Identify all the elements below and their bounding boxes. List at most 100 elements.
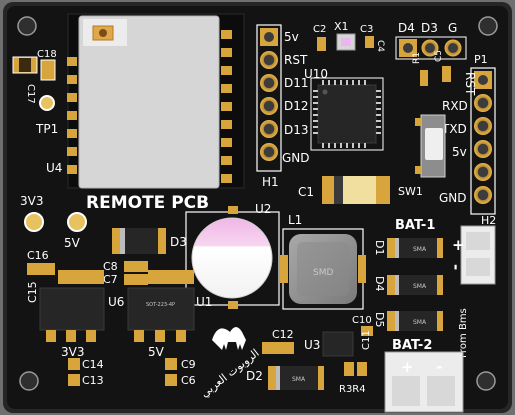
label-c9: C9 <box>181 358 196 371</box>
u4-right-pads <box>221 30 232 183</box>
p1-pin-rxd: RXD <box>442 99 468 113</box>
c7-part <box>124 274 148 285</box>
label-c2: C2 <box>313 24 326 35</box>
c5-part <box>442 66 451 82</box>
u1-marking: SOT-223-4P <box>146 302 175 308</box>
pad-3v3 <box>24 212 44 232</box>
bat2-plus: + <box>401 358 414 376</box>
label-c10: C10 <box>352 315 372 326</box>
d4-diode <box>387 275 443 295</box>
label-r3r4: R3R4 <box>339 384 366 395</box>
label-c15: C15 <box>26 281 39 303</box>
board-title: REMOTE PCB <box>86 193 209 213</box>
c14-pad-a <box>68 358 80 370</box>
label-c5: C5 <box>434 50 444 62</box>
label-d3-top: D3 <box>421 21 438 35</box>
label-bat1: BAT-1 <box>395 218 435 233</box>
label-c12: C12 <box>272 328 294 341</box>
d5-marking: SMA <box>413 319 427 326</box>
label-c4: C4 <box>375 40 385 52</box>
label-c18: C18 <box>37 49 57 60</box>
mount-hole-bottom-right <box>476 371 496 391</box>
label-u1: U1 <box>196 295 212 309</box>
label-d1: D1 <box>373 240 386 255</box>
u10-microcontroller <box>310 77 384 151</box>
label-5v-top: 5V <box>64 236 81 250</box>
p1-pin-5v: 5v <box>452 145 467 159</box>
tp1-testpoint <box>39 95 55 111</box>
c2-part <box>317 37 326 51</box>
h1-header-pins <box>260 28 278 161</box>
label-sw1: SW1 <box>398 185 423 198</box>
label-5v-bottom: 5V <box>148 345 165 359</box>
p1-pin-txd: TXD <box>441 122 467 136</box>
h1-pin-5v: 5v <box>284 30 299 44</box>
p1-header-pins <box>474 71 492 204</box>
h1-header-outline <box>256 24 282 172</box>
c3-part <box>365 36 374 48</box>
top-header-outline <box>395 36 467 60</box>
label-c14: C14 <box>82 358 104 371</box>
p1-pin-rst: RST <box>463 72 477 96</box>
h1-pin-d11: D11 <box>284 76 309 90</box>
label-h1: H1 <box>262 175 279 189</box>
p1-header-outline <box>470 67 496 215</box>
c9-pad-a <box>165 358 177 370</box>
label-c11: C11 <box>361 330 372 350</box>
label-c16: C16 <box>27 249 49 262</box>
label-d3: D3 <box>170 235 187 249</box>
u3-chip <box>322 331 354 357</box>
u10-pins <box>313 80 381 148</box>
label-u10: U10 <box>304 67 328 81</box>
c10-part <box>361 326 373 336</box>
h1-pin-gnd: GND <box>282 151 310 165</box>
label-from-bms: From Bms <box>458 308 469 358</box>
c16-part <box>27 263 55 275</box>
pad-5v <box>67 212 87 232</box>
label-r1: R1 <box>412 52 422 64</box>
label-d4: D4 <box>373 276 386 291</box>
label-u6: U6 <box>108 295 124 309</box>
u1-regulator <box>127 270 195 342</box>
camel-logo-icon <box>212 327 246 350</box>
c8-part <box>124 261 148 272</box>
h1-pin-d13: D13 <box>284 123 309 137</box>
label-c3: C3 <box>360 24 373 35</box>
mount-hole-top-right <box>478 16 498 36</box>
d5-diode <box>387 311 443 331</box>
label-h2: H2 <box>481 214 496 227</box>
label-c13: C13 <box>82 374 104 387</box>
u2-electrolytic-capacitor <box>185 206 280 309</box>
mount-hole-bottom-left <box>19 371 39 391</box>
label-g-top: G <box>448 21 457 35</box>
label-c8: C8 <box>103 260 118 273</box>
label-x1: X1 <box>334 20 349 33</box>
d3-diode <box>112 228 166 254</box>
label-bat2: BAT-2 <box>392 338 432 353</box>
bat1-minus: - <box>447 264 465 270</box>
d1-marking: SMA <box>413 246 427 253</box>
top-header-pins <box>399 39 462 57</box>
label-u2: U2 <box>255 202 271 216</box>
c6-pad-a <box>165 374 177 386</box>
bat2-minus: - <box>436 358 442 376</box>
label-l1: L1 <box>288 213 302 227</box>
label-d5: D5 <box>373 312 386 327</box>
c17-part <box>40 59 56 81</box>
d4-marking: SMA <box>413 283 427 290</box>
label-u4: U4 <box>46 161 62 175</box>
label-3v3-top: 3V3 <box>20 194 43 208</box>
label-p1: P1 <box>474 53 488 66</box>
r4-part <box>357 362 367 376</box>
label-3v3-bottom: 3V3 <box>61 345 84 359</box>
c13-pad-a <box>68 374 80 386</box>
u4-left-pads <box>67 57 77 174</box>
d1-diode <box>387 238 443 258</box>
label-c1: C1 <box>298 185 314 199</box>
label-c17: C17 <box>25 84 36 104</box>
h1-pin-rst: RST <box>284 53 308 67</box>
c12-part <box>262 342 294 354</box>
label-u3: U3 <box>304 338 320 352</box>
r3-part <box>344 362 354 376</box>
label-tp1: TP1 <box>35 122 58 136</box>
